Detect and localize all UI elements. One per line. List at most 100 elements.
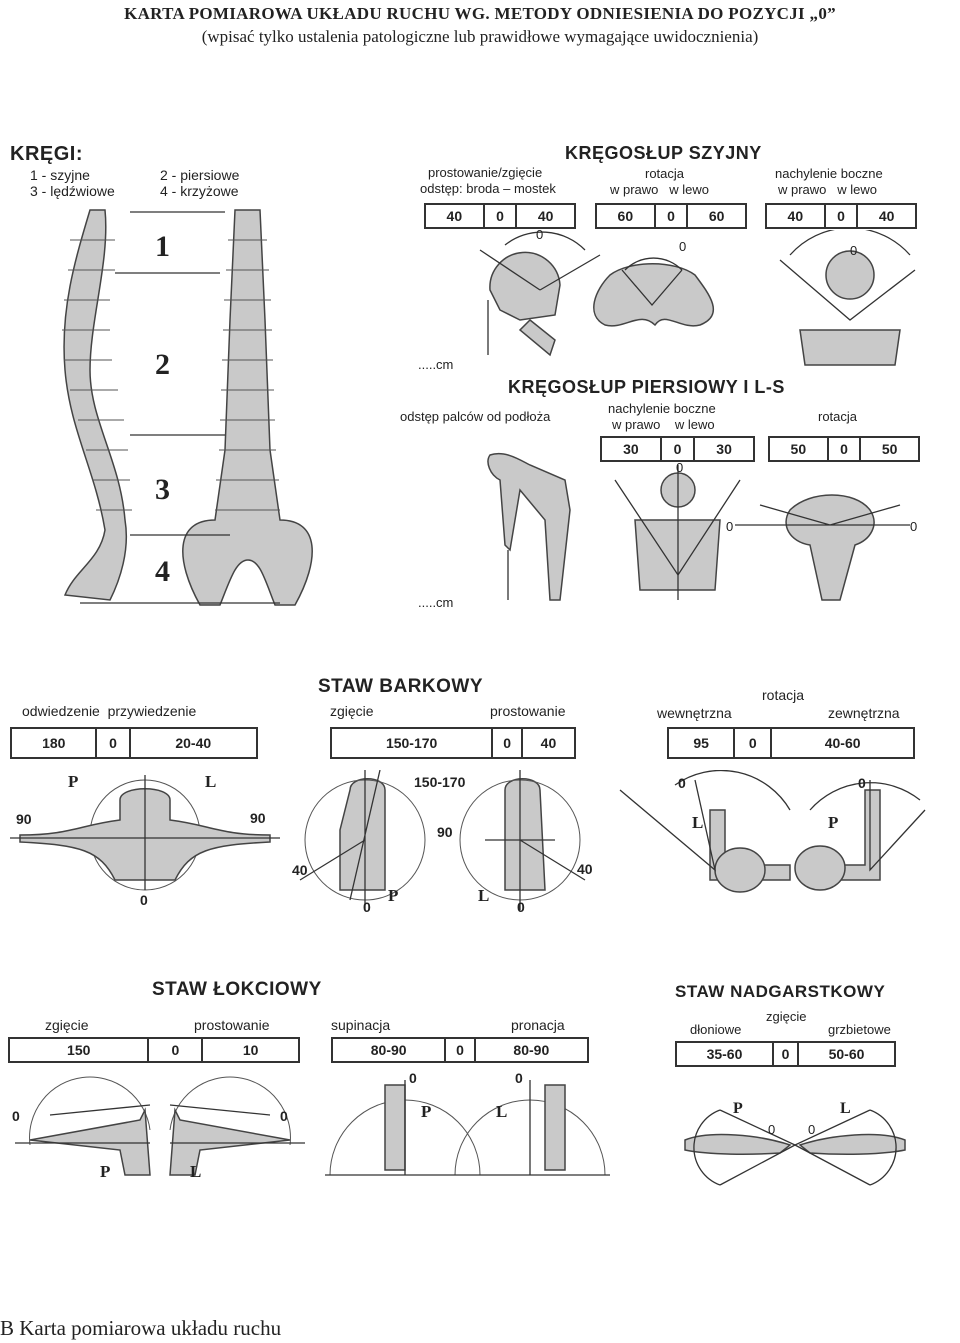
thoracic-rot-table: 50 0 50 bbox=[768, 436, 920, 462]
elbow-sup-val-3[interactable]: 80-90 bbox=[473, 1037, 590, 1063]
thoracic-rot-val-1[interactable]: 50 bbox=[768, 436, 829, 462]
thoracic-zero-3: 0 bbox=[910, 519, 918, 534]
shoulder-fig-P2: P bbox=[388, 886, 399, 905]
kregi-legend-3: 3 - lędźwiowe bbox=[30, 183, 115, 199]
elbow-heading: STAW ŁOKCIOWY bbox=[152, 979, 322, 1000]
elbow-pro-label: pronacja bbox=[511, 1017, 565, 1033]
shoulder-fig-40-left: 40 bbox=[292, 862, 308, 878]
thoracic-lat-val-1[interactable]: 30 bbox=[600, 436, 662, 462]
kregi-heading: KRĘGI: bbox=[10, 143, 83, 165]
shoulder-rot-val-1[interactable]: 95 bbox=[666, 727, 736, 759]
shoulder-flex-val-2[interactable]: 0 bbox=[491, 727, 523, 759]
cervical-rot-val-1[interactable]: 60 bbox=[595, 203, 656, 229]
wrist-dors-label: grzbietowe bbox=[828, 1022, 891, 1037]
shoulder-figures bbox=[10, 770, 926, 910]
shoulder-int-label: wewnętrzna bbox=[657, 705, 732, 721]
elbow-flex-table: 150 0 10 bbox=[7, 1037, 300, 1063]
elbow-figures bbox=[15, 1076, 610, 1176]
shoulder-flex-val-1[interactable]: 150-170 bbox=[329, 727, 494, 759]
cervical-flex-val-3[interactable]: 40 bbox=[515, 203, 576, 229]
cervical-zero-2: 0 bbox=[679, 239, 687, 254]
elbow-P-2: P bbox=[421, 1102, 432, 1121]
cervical-rot-table: 60 0 60 bbox=[595, 203, 747, 229]
thoracic-zero-2: 0 bbox=[726, 519, 734, 534]
shoulder-fig-P: P bbox=[68, 772, 79, 791]
kregi-label-1: 1 bbox=[155, 230, 170, 263]
cervical-lat-label: nachylenie boczne bbox=[775, 166, 883, 181]
shoulder-rot-label: rotacja bbox=[762, 687, 805, 703]
shoulder-fig-L2: L bbox=[478, 886, 490, 905]
wrist-val-2[interactable]: 0 bbox=[771, 1041, 800, 1067]
elbow-zero-2: 0 bbox=[280, 1108, 288, 1124]
elbow-flex-val-3[interactable]: 10 bbox=[201, 1037, 300, 1063]
shoulder-abd-val-3[interactable]: 20-40 bbox=[128, 727, 258, 759]
shoulder-fig-L: L bbox=[205, 772, 217, 791]
shoulder-abd-table: 180 0 20-40 bbox=[9, 727, 258, 759]
elbow-sup-label: supinacja bbox=[331, 1017, 391, 1033]
thoracic-lat-sub: w prawo w lewo bbox=[612, 417, 715, 432]
wrist-heading: STAW NADGARSTKOWY bbox=[675, 982, 886, 1001]
cervical-lat-val-3[interactable]: 40 bbox=[856, 203, 917, 229]
cervical-zero-1: 0 bbox=[536, 227, 544, 242]
kregi-label-4: 4 bbox=[155, 555, 170, 588]
thoracic-cm: .....cm bbox=[418, 595, 454, 610]
kregi-label-2: 2 bbox=[155, 348, 170, 381]
figure-caption: B Karta pomiarowa układu ruchu bbox=[0, 1316, 282, 1340]
shoulder-abd-val-2[interactable]: 0 bbox=[95, 727, 131, 759]
cervical-rot-val-3[interactable]: 60 bbox=[686, 203, 747, 229]
elbow-sup-val-1[interactable]: 80-90 bbox=[330, 1037, 447, 1063]
shoulder-rot-val-2[interactable]: 0 bbox=[733, 727, 773, 759]
cervical-zero-3: 0 bbox=[850, 243, 858, 258]
thoracic-lat-val-3[interactable]: 30 bbox=[693, 436, 755, 462]
shoulder-flex-table: 150-170 0 40 bbox=[329, 727, 577, 759]
thoracic-rot-val-3[interactable]: 50 bbox=[859, 436, 920, 462]
elbow-flex-label: zgięcie bbox=[45, 1017, 89, 1033]
wrist-L: L bbox=[840, 1100, 851, 1117]
cervical-rot-val-2[interactable]: 0 bbox=[653, 203, 689, 229]
shoulder-fig-L3: L bbox=[692, 813, 704, 832]
shoulder-flex-val-3[interactable]: 40 bbox=[520, 727, 577, 759]
thoracic-heading: KRĘGOSŁUP PIERSIOWY I L-S bbox=[508, 377, 785, 397]
elbow-zero-4: 0 bbox=[515, 1070, 523, 1086]
shoulder-fig-0-a: 0 bbox=[363, 899, 371, 915]
thoracic-lat-table: 30 0 30 bbox=[600, 436, 755, 462]
thoracic-rot-label: rotacja bbox=[818, 409, 858, 424]
wrist-flex-label: zgięcie bbox=[766, 1009, 807, 1024]
cervical-flex-val-2[interactable]: 0 bbox=[482, 203, 518, 229]
page-subtitle: (wpisać tylko ustalenia patologiczne lub… bbox=[201, 27, 759, 46]
shoulder-fig-0-b: 0 bbox=[517, 899, 525, 915]
thoracic-zero-1: 0 bbox=[676, 460, 684, 475]
elbow-flex-val-2[interactable]: 0 bbox=[147, 1037, 204, 1063]
shoulder-heading: STAW BARKOWY bbox=[318, 676, 484, 697]
wrist-zero-2: 0 bbox=[808, 1122, 816, 1137]
kregi-label-3: 3 bbox=[155, 473, 170, 506]
page-title: KARTA POMIAROWA UKŁADU RUCHU WG. METODY … bbox=[124, 4, 836, 23]
wrist-zero-1: 0 bbox=[768, 1122, 776, 1137]
shoulder-fig-P3: P bbox=[828, 813, 839, 832]
cervical-flex-val-1[interactable]: 40 bbox=[424, 203, 485, 229]
shoulder-fig-40-right: 40 bbox=[577, 861, 593, 877]
wrist-val-3[interactable]: 50-60 bbox=[797, 1041, 896, 1067]
elbow-flex-val-1[interactable]: 150 bbox=[7, 1037, 150, 1063]
elbow-sup-val-2[interactable]: 0 bbox=[444, 1037, 476, 1063]
cervical-lat-sub: w prawo w lewo bbox=[778, 182, 877, 197]
thoracic-rot-val-2[interactable]: 0 bbox=[826, 436, 862, 462]
cervical-figures bbox=[479, 230, 916, 366]
shoulder-abd-label: odwiedzenie przywiedzenie bbox=[22, 703, 197, 719]
shoulder-ext-rot-label: zewnętrzna bbox=[828, 705, 900, 721]
cervical-flex-label: prostowanie/zgięcie bbox=[428, 165, 543, 180]
shoulder-fig-0-d: 0 bbox=[858, 775, 866, 791]
elbow-zero-1: 0 bbox=[12, 1108, 20, 1124]
cervical-lat-val-2[interactable]: 0 bbox=[823, 203, 859, 229]
cervical-rot-sub: w prawo w lewo bbox=[610, 182, 709, 197]
wrist-val-1[interactable]: 35-60 bbox=[675, 1041, 774, 1067]
wrist-figures bbox=[684, 1109, 906, 1186]
shoulder-abd-val-1[interactable]: 180 bbox=[9, 727, 98, 759]
shoulder-rot-val-3[interactable]: 40-60 bbox=[770, 727, 915, 759]
elbow-P-1: P bbox=[100, 1162, 111, 1181]
thoracic-lat-val-2[interactable]: 0 bbox=[659, 436, 696, 462]
wrist-P: P bbox=[733, 1100, 743, 1117]
cervical-lat-val-1[interactable]: 40 bbox=[765, 203, 826, 229]
spine-figure bbox=[62, 209, 313, 606]
shoulder-ext-label: prostowanie bbox=[490, 703, 566, 719]
